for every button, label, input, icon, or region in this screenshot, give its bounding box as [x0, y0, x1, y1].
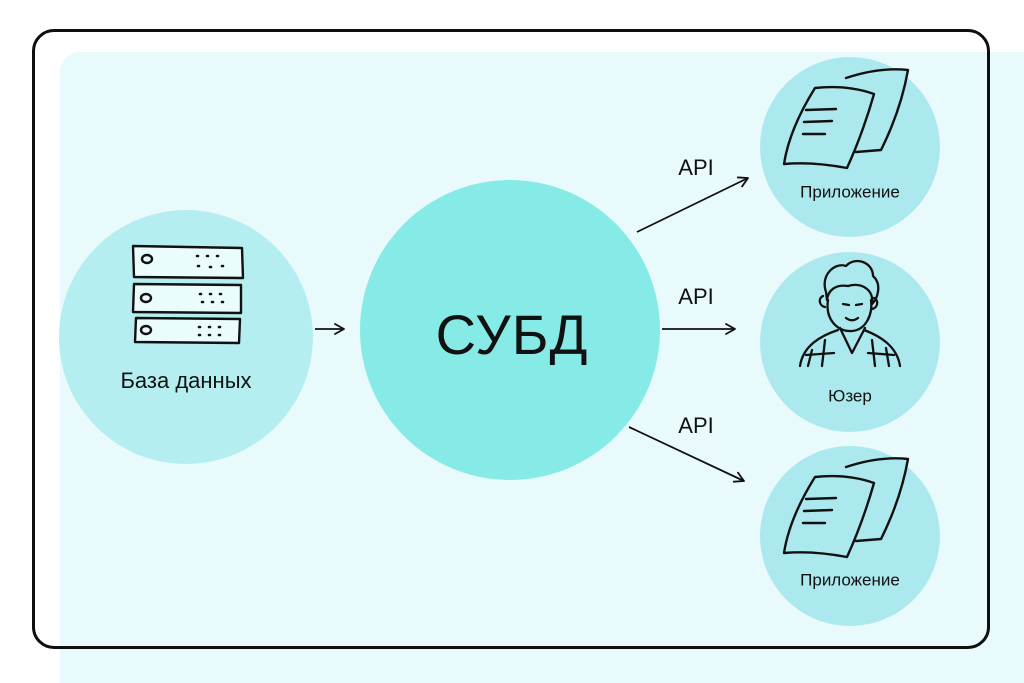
api-label: API — [678, 413, 714, 438]
user-icon — [798, 259, 902, 368]
api-arrow-app-1 — [636, 176, 749, 233]
diagram-frame — [32, 29, 990, 649]
target-node-user — [760, 252, 940, 432]
target-label-app-2: Приложение — [800, 570, 900, 590]
api-label: API — [678, 284, 714, 309]
server-rack-icon — [131, 244, 245, 345]
api-label: API — [678, 155, 714, 180]
api-arrow-app-2 — [628, 426, 745, 483]
target-label-user: Юзер — [828, 386, 872, 406]
core-label: СУБД — [435, 303, 589, 366]
core-node — [360, 180, 660, 480]
documents-icon — [782, 457, 910, 559]
documents-icon — [782, 68, 910, 170]
target-label-app-1: Приложение — [800, 182, 900, 202]
database-label: База данных — [120, 368, 252, 393]
